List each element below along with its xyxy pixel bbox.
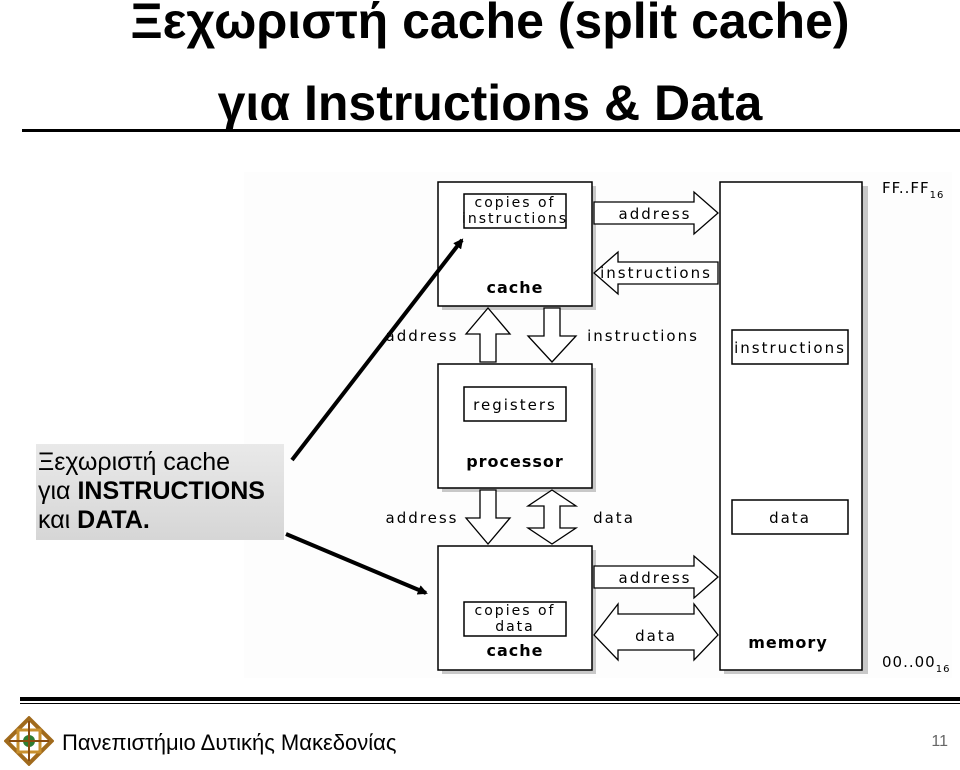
icache-address-label: address [619, 205, 692, 223]
pointer-arrow-dcache [285, 532, 428, 595]
icache-label: cache [486, 278, 543, 297]
slide-title-line2: για Instructions & Data [217, 75, 763, 131]
proc-icache-address-arrow [464, 306, 512, 363]
memory-label: memory [748, 633, 828, 652]
footer-university-name: Πανεπιστήμιο Δυτικής Μακεδονίας [62, 730, 397, 755]
registers-box [463, 386, 567, 422]
dcache-address-label: address [619, 569, 692, 587]
footer-rule [20, 697, 960, 701]
note-text: Ξεχωριστή cache για INSTRUCTIONS και DAT… [38, 448, 265, 535]
proc-icache-instructions-arrow [526, 307, 578, 363]
icache-instructions-arrow [593, 250, 719, 296]
icache-address-arrow [593, 190, 719, 236]
dcache-inner-box [463, 601, 567, 637]
memory-instructions-label: instructions [734, 339, 846, 357]
memory-block [719, 181, 863, 671]
processor-label: processor [466, 452, 564, 471]
processor-block [437, 363, 593, 489]
proc-dcache-data-label: data [593, 509, 635, 527]
pointer-arrow-icache [290, 238, 464, 462]
proc-dcache-address-label: address [386, 509, 459, 527]
address-bottom-label: 00..0016 [882, 653, 950, 675]
page-number: 11 [931, 733, 948, 750]
address-top-label: FF..FF16 [882, 179, 944, 201]
dcache-label: cache [486, 641, 543, 660]
note-line2: για INSTRUCTIONS [38, 477, 265, 505]
dcache-address-arrow [593, 554, 719, 600]
memory-data-box [731, 499, 849, 535]
icache-inner-box [463, 193, 567, 229]
note-box [36, 444, 284, 540]
memory-instructions-box [731, 329, 849, 365]
icache-inner-line2: instructions [462, 211, 568, 227]
icache-instructions-label: instructions [600, 264, 712, 282]
university-logo-icon [4, 716, 54, 766]
proc-dcache-data-arrow [525, 489, 579, 545]
proc-dcache-address-arrow [464, 489, 512, 546]
split-cache-diagram: instructions data memory FF..FF16 00..00… [285, 179, 950, 675]
dcache-data-arrow [593, 602, 719, 662]
dcache-inner-line1: copies of [475, 603, 556, 619]
note-line1: Ξεχωριστή cache [38, 448, 231, 476]
proc-icache-address-label: address [386, 327, 459, 345]
title-underline [22, 129, 960, 132]
dcache-data-label: data [635, 627, 677, 645]
note-line3: και DATA. [38, 506, 150, 534]
memory-data-label: data [769, 509, 811, 527]
footer-rule-thin [20, 703, 960, 704]
registers-label: registers [473, 396, 557, 414]
proc-icache-instructions-label: instructions [587, 327, 699, 345]
icache-inner-line1: copies of [475, 195, 556, 211]
slide-title-line1: Ξεχωριστή cache (split cache) [130, 0, 850, 49]
dcache-inner-line2: data [495, 619, 535, 635]
